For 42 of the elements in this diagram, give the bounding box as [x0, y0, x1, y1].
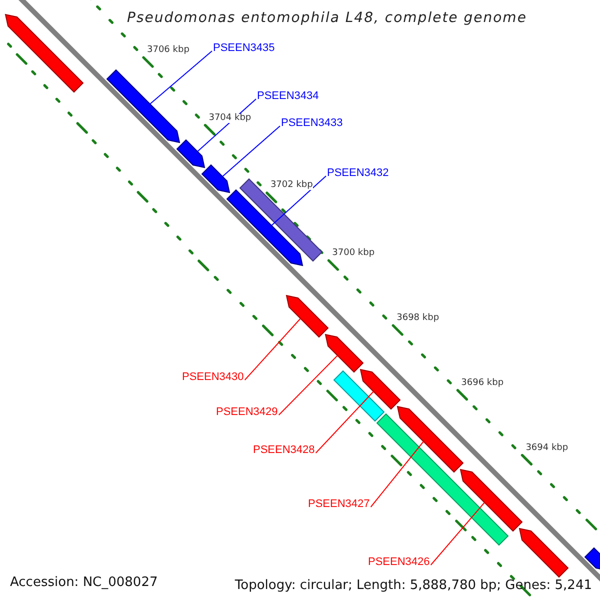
gene-feature	[396, 406, 464, 473]
tick-label: 3696 kbp	[461, 378, 504, 388]
gene-feature	[324, 334, 364, 373]
leader-line	[222, 126, 280, 177]
leader-line	[315, 391, 374, 454]
gene-feature	[584, 547, 600, 572]
gene-block	[376, 413, 509, 546]
gene-feature	[4, 14, 84, 93]
tick-label: 3704 kbp	[208, 114, 252, 123]
leader-line	[150, 50, 212, 104]
gene-feature	[286, 294, 329, 338]
gene-feature	[360, 368, 401, 410]
gene-label: PSEEN3430	[182, 372, 244, 383]
gene-label: PSEEN3434	[257, 91, 319, 102]
accession-text: Accession: NC_008027	[10, 576, 158, 589]
gene-feature	[460, 468, 523, 532]
gene-feature	[226, 189, 304, 266]
gene-label: PSEEN3435	[213, 43, 275, 54]
leader-line	[370, 441, 424, 508]
leader-line	[430, 502, 485, 566]
gene-label: PSEEN3432	[327, 168, 389, 179]
genome-info-text: Topology: circular; Length: 5,888,780 bp; Genes: 5,241	[234, 579, 592, 592]
gene-feature	[518, 528, 569, 578]
gene-feature	[176, 139, 206, 168]
tick-label: 3700 kbp	[332, 249, 375, 258]
tick-label: 3706 kbp	[147, 46, 190, 55]
tick-label: 3702 kbp	[270, 181, 313, 190]
leader-line	[244, 318, 301, 380]
gene-block	[333, 370, 385, 422]
gene-label: PSEEN3428	[253, 445, 315, 456]
gene-label: PSEEN3433	[281, 118, 343, 129]
leader-line	[278, 355, 338, 416]
tick-label: 3694 kbp	[526, 444, 568, 453]
gene-label: PSEEN3426	[368, 557, 430, 568]
gene-label: PSEEN3429	[216, 407, 278, 418]
gene-feature	[201, 164, 230, 194]
gene-block	[239, 178, 323, 262]
title: Pseudomonas entomophila L48, complete genome	[127, 11, 527, 25]
leader-line	[271, 176, 326, 226]
tick-label: 3698 kbp	[396, 314, 440, 323]
gene-feature	[106, 69, 180, 144]
gene-label: PSEEN3427	[308, 499, 370, 510]
